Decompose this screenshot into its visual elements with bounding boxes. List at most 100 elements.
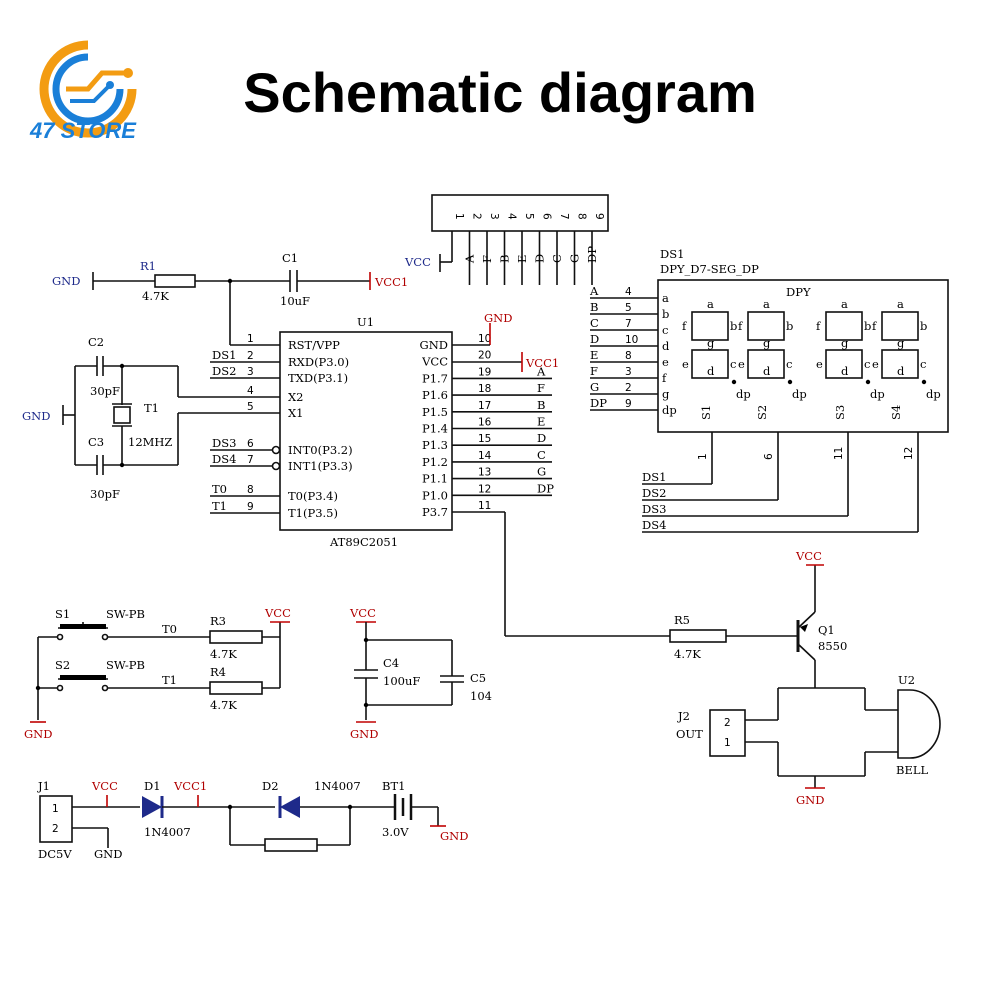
ds1-pin-5: 5	[625, 302, 632, 314]
ds1-bottom-pin-11: 11	[833, 447, 845, 460]
dpy-label: DPY	[786, 285, 811, 299]
button-circuit: GND S1 SW-PB S2 SW-PB T0 T1 R3 4.7K R4 4…	[24, 606, 291, 741]
svg-text:d: d	[897, 364, 905, 378]
u1-gnd-label: GND	[484, 311, 512, 325]
ds1-digit-net-DS4: DS4	[642, 518, 666, 532]
jp-pin-7: 7	[558, 213, 570, 220]
r1-reset-circuit: GND R1 4.7K C1 10uF VCC1	[52, 251, 408, 346]
c1-value: 10uF	[280, 294, 310, 308]
u1-pin-num-20: 20	[478, 350, 491, 362]
jp-pin-9: 9	[593, 213, 605, 220]
svg-text:dp: dp	[792, 387, 807, 401]
jp-net-G: G	[568, 254, 582, 263]
ds1-digit-net-DS3: DS3	[642, 502, 666, 516]
q1-vcc-label: VCC	[795, 549, 822, 563]
j1-pin1: 1	[52, 803, 59, 815]
ds1-seg-dp: dp	[662, 403, 677, 417]
crystal-circuit: GND C2 30pF C3 30pF T1 12MHZ	[22, 335, 280, 501]
store-logo-icon	[39, 40, 137, 138]
jp-pin-5: 5	[523, 213, 535, 220]
ds1-net-F: F	[590, 364, 598, 378]
c3-value: 30pF	[90, 487, 120, 501]
gnd-label: GND	[52, 274, 80, 288]
jp-pin-2: 2	[471, 213, 483, 220]
c4-ref: C4	[383, 656, 399, 670]
svg-text:c: c	[864, 357, 870, 371]
svg-text:g: g	[841, 336, 849, 350]
ds1-pin-10: 10	[625, 334, 638, 346]
u1-pin-num-15: 15	[478, 433, 491, 445]
ds1-net-E: E	[590, 348, 598, 362]
c4-gnd-label: GND	[350, 727, 378, 741]
c5-ref: C5	[470, 671, 486, 685]
ds1-seg-e: e	[662, 355, 669, 369]
u1-part: AT89C2051	[329, 535, 398, 549]
jp-net-F: F	[480, 255, 494, 263]
decoupling-caps: VCC GND C4 100uF C5 104	[349, 606, 492, 741]
u1-net-DS4: DS4	[212, 452, 236, 466]
u1-pin-name-2: RXD(P3.0)	[288, 355, 349, 369]
digit-label-S3: S3	[833, 405, 847, 420]
ds1-seg-c: c	[662, 323, 668, 337]
r4-value: 4.7K	[210, 698, 237, 712]
ds1-value: DPY_D7-SEG_DP	[660, 262, 759, 276]
bt1-gnd-label: GND	[440, 829, 468, 843]
q1-ref: Q1	[818, 623, 835, 637]
u1-net-A: A	[536, 364, 546, 378]
svg-text:b: b	[864, 319, 871, 333]
u1-pin-num-10: 10	[478, 333, 491, 345]
u1-pin-name-13: P1.1	[422, 472, 448, 486]
d2-ref: D2	[262, 779, 279, 793]
svg-text:a: a	[841, 297, 848, 311]
ds1-digit-net-DS2: DS2	[642, 486, 666, 500]
u1-net-DP: DP	[537, 481, 554, 495]
c2-value: 30pF	[90, 384, 120, 398]
buzzer-circuit: 2 1 R5 4.7K VCC Q1 8550 J2 OUT U2 BELL G…	[452, 511, 941, 807]
u1-pin-name-4: X2	[288, 390, 304, 404]
j1-pin2: 2	[52, 823, 59, 835]
r3-value: 4.7K	[210, 647, 237, 661]
ds1-pin-7: 7	[625, 318, 632, 330]
d1-vcc1-label: VCC1	[173, 779, 207, 793]
u1-pin-name-14: P1.2	[422, 455, 448, 469]
ds1-net-D: D	[590, 332, 599, 346]
u1-net-DS2: DS2	[212, 364, 236, 378]
svg-text:e: e	[738, 357, 745, 371]
u1-pin-name-19: P1.7	[422, 371, 448, 385]
digit-label-S2: S2	[755, 405, 769, 420]
u1-pin-num-2: 2	[247, 350, 254, 362]
jp-net-B: B	[498, 255, 512, 263]
u1-pin-name-5: X1	[288, 406, 304, 420]
u1-pin-name-16: P1.4	[422, 422, 448, 436]
ds1-seg-a: a	[662, 291, 669, 305]
u1-net-DS1: DS1	[212, 348, 236, 362]
c5-value: 104	[470, 689, 492, 703]
u1-pin-num-7: 7	[247, 454, 254, 466]
u1-pin-num-19: 19	[478, 366, 491, 378]
j2-ref: J2	[677, 709, 690, 723]
svg-text:e: e	[872, 357, 879, 371]
c1-ref: C1	[282, 251, 298, 265]
u1-pin-name-8: T0(P3.4)	[288, 489, 338, 503]
svg-text:e: e	[682, 357, 689, 371]
jp-net-C: C	[550, 254, 564, 263]
jp-net-D: D	[533, 254, 547, 263]
j2-pin2: 2	[724, 717, 731, 729]
u1-pin-num-18: 18	[478, 383, 491, 395]
jp-net-E: E	[515, 255, 529, 263]
u1-pin-name-7: INT1(P3.3)	[288, 459, 353, 473]
svg-text:c: c	[920, 357, 926, 371]
ds1-pin-3: 3	[625, 366, 632, 378]
jp-net-DP: DP	[585, 246, 599, 263]
ds1-pin-4: 4	[625, 286, 632, 298]
svg-text:f: f	[872, 319, 877, 333]
u1-pin-num-4: 4	[247, 385, 254, 397]
t1-ref: T1	[144, 401, 159, 415]
ds1-seg-f: f	[662, 371, 667, 385]
svg-text:f: f	[816, 319, 821, 333]
ds1-seg-b: b	[662, 307, 669, 321]
u1-pin-name-12: P1.0	[422, 488, 448, 502]
u1-pin-num-9: 9	[247, 501, 254, 513]
